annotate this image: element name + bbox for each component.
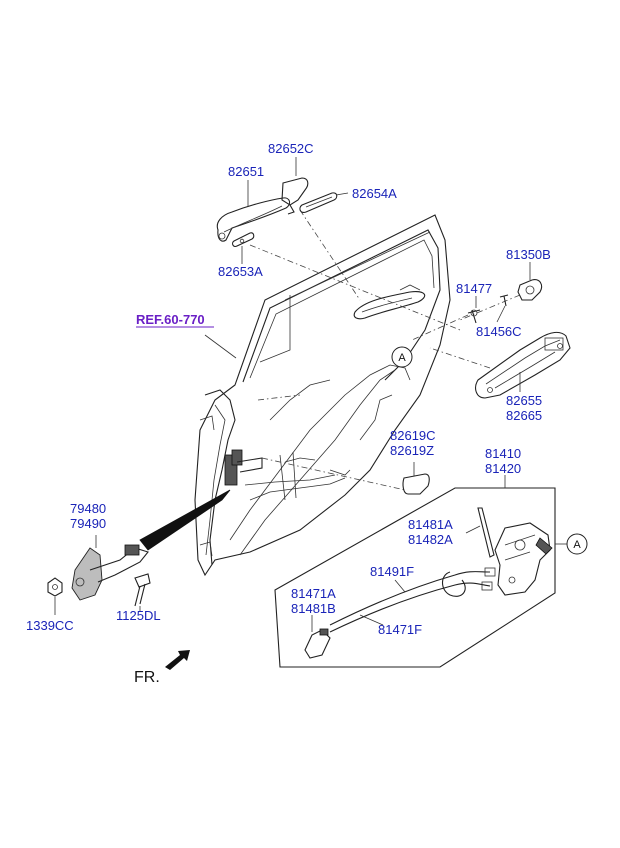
guide-lines bbox=[249, 209, 521, 491]
part-label-81471a: 81471A bbox=[291, 586, 336, 601]
door-checker-79480 bbox=[71, 544, 149, 601]
part-label-82653a: 82653A bbox=[218, 264, 263, 279]
screw-81456c bbox=[499, 294, 509, 307]
trim-seal-82619c bbox=[402, 473, 430, 495]
part-label-81350b: 81350B bbox=[506, 247, 551, 262]
outside-handle-frame-82655 bbox=[475, 331, 571, 399]
part-label-81491f: 81491F bbox=[370, 564, 414, 579]
bolt-1125dl bbox=[134, 573, 151, 607]
part-label-82654a: 82654A bbox=[352, 186, 397, 201]
part-label-82651: 82651 bbox=[228, 164, 264, 179]
part-label-81410: 81410 bbox=[485, 446, 521, 461]
part-label-81420: 81420 bbox=[485, 461, 521, 476]
front-direction-label: FR. bbox=[134, 669, 160, 686]
rod-81481a bbox=[477, 507, 495, 558]
part-label-81482a: 81482A bbox=[408, 532, 453, 547]
outside-handle-82651 bbox=[216, 197, 291, 242]
handle-bracket-81350b bbox=[517, 279, 543, 301]
handle-pad-82653a bbox=[232, 232, 255, 247]
bolt-81477 bbox=[467, 309, 481, 324]
part-label-81481a: 81481A bbox=[408, 517, 453, 532]
lock-assembly-box bbox=[274, 487, 556, 668]
door-latch-81410 bbox=[494, 522, 553, 596]
part-label-82619c: 82619C bbox=[390, 428, 436, 443]
part-label-1339cc: 1339CC bbox=[26, 618, 74, 633]
handle-cover-82652c bbox=[281, 177, 309, 215]
part-label-81456c: 81456C bbox=[476, 324, 522, 339]
part-label-81477: 81477 bbox=[456, 281, 492, 296]
callout-letter: A bbox=[573, 539, 581, 551]
part-label-79490: 79490 bbox=[70, 516, 106, 531]
part-labels: 82652C 82651 82654A 82653A 81350B 81477 … bbox=[26, 141, 551, 686]
callout-a-box: A bbox=[555, 533, 588, 555]
part-label-1125dl: 1125DL bbox=[116, 608, 161, 623]
part-label-82619z: 82619Z bbox=[390, 443, 434, 458]
callout-letter: A bbox=[398, 352, 406, 364]
cable-81491f bbox=[329, 567, 496, 633]
ref-link-60-770[interactable]: REF.60-770 bbox=[136, 312, 205, 327]
inside-handle-81471a bbox=[304, 628, 331, 659]
part-label-82652c: 82652C bbox=[268, 141, 314, 156]
part-label-79480: 79480 bbox=[70, 501, 106, 516]
part-label-81471f: 81471F bbox=[378, 622, 422, 637]
leader-lines bbox=[54, 157, 531, 632]
rear-door-panel bbox=[139, 214, 451, 577]
part-label-82665: 82665 bbox=[506, 408, 542, 423]
callout-a-door: A bbox=[391, 346, 413, 368]
nut-1339cc bbox=[47, 577, 63, 597]
handle-pad-82654a bbox=[299, 192, 338, 213]
front-direction-arrow bbox=[165, 650, 190, 670]
part-label-82655: 82655 bbox=[506, 393, 542, 408]
part-label-81481b: 81481B bbox=[291, 601, 336, 616]
